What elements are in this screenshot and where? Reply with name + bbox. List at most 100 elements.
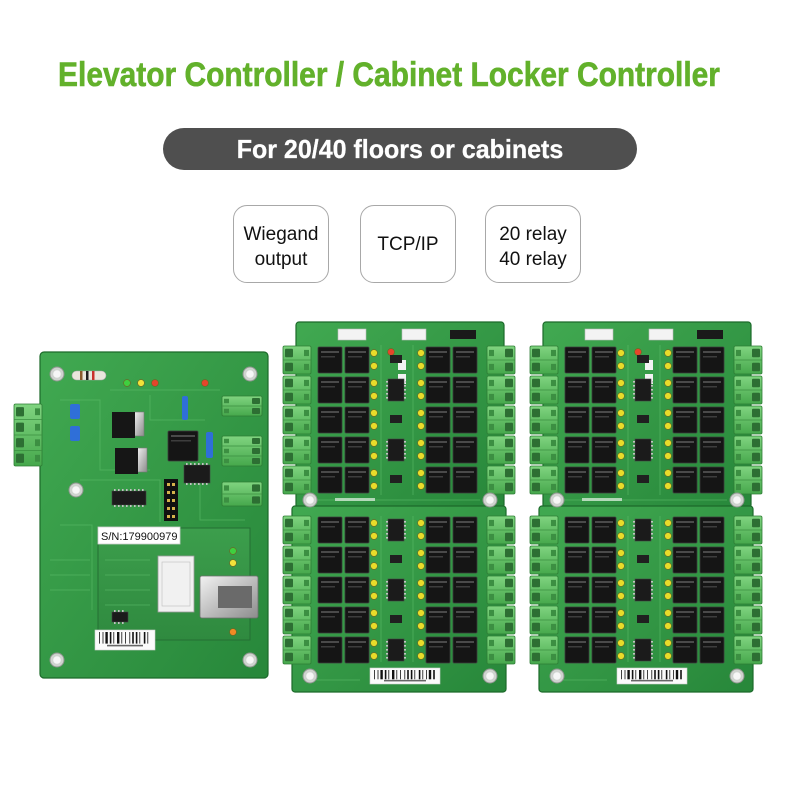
ic-pin — [651, 381, 653, 383]
relay-marking — [429, 581, 447, 583]
relay-marking — [568, 476, 582, 478]
terminal-screw — [752, 482, 760, 492]
terminal-screw — [532, 408, 540, 418]
terminal-screw — [752, 362, 760, 372]
relay — [672, 576, 698, 604]
terminal-screw — [505, 578, 513, 588]
terminal-wire-opening — [304, 639, 309, 647]
relay-marking — [595, 616, 609, 618]
relay-marking — [429, 611, 447, 613]
ic-pin — [651, 445, 653, 447]
relay-marking — [429, 351, 447, 353]
ic-pin — [404, 449, 406, 451]
relay-marking — [676, 616, 690, 618]
silkscreen-text — [582, 498, 622, 501]
ic-pin — [134, 505, 136, 507]
terminal-screw — [532, 348, 540, 358]
ic-pin — [118, 610, 120, 612]
terminal-wire-opening — [304, 349, 309, 357]
smd-component — [637, 615, 649, 623]
ic-pin — [198, 463, 200, 465]
led — [664, 409, 672, 417]
terminal-wire-opening — [551, 393, 556, 401]
relay — [425, 606, 451, 634]
led — [664, 549, 672, 557]
capacitor — [70, 404, 80, 419]
relay-marking — [703, 351, 721, 353]
terminal-wire-opening — [551, 363, 556, 371]
subtitle-pill: For 20/40 floors or cabinets — [163, 128, 637, 170]
ic-pin — [386, 525, 388, 527]
terminal-wire-opening — [551, 563, 556, 571]
terminal-wire-opening — [489, 409, 494, 417]
relay-marking — [348, 646, 362, 648]
ic-pin — [633, 441, 635, 443]
relay-marking — [703, 476, 717, 478]
barcode-bar — [392, 670, 395, 680]
ic-pin — [651, 581, 653, 583]
led — [617, 549, 625, 557]
relay-marking — [321, 441, 339, 443]
capacitor — [70, 426, 80, 441]
relay-marking — [676, 551, 694, 553]
relay — [564, 406, 590, 434]
ic-pin — [651, 585, 653, 587]
terminal-wire-opening — [304, 409, 309, 417]
ic-chip — [634, 378, 652, 402]
ic-pin — [386, 657, 388, 659]
subtitle-text: For 20/40 floors or cabinets — [236, 134, 564, 164]
barcode-bar — [125, 632, 126, 644]
terminal-wire-opening — [736, 639, 741, 647]
terminal-screw — [752, 638, 760, 648]
led — [664, 532, 672, 540]
feature-line: TCP/IP — [377, 233, 439, 255]
terminal-wire-opening — [489, 483, 494, 491]
relay-marking — [676, 526, 690, 528]
ic-pin — [404, 525, 406, 527]
led — [417, 409, 425, 417]
relay — [591, 516, 617, 544]
relay — [317, 576, 343, 604]
ic-pin — [386, 529, 388, 531]
mounting-hole-center — [553, 672, 561, 680]
relay — [672, 606, 698, 634]
terminal-wire-opening — [551, 609, 556, 617]
terminal-screw — [752, 592, 760, 602]
terminal-wire-opening — [736, 393, 741, 401]
barcode-bar — [669, 670, 671, 680]
relay-marking — [703, 441, 721, 443]
ic-pin — [404, 457, 406, 459]
terminal-screw — [285, 348, 293, 358]
relay — [672, 546, 698, 574]
relay-marking — [321, 556, 335, 558]
ic-pin — [142, 489, 144, 491]
terminal-screw — [16, 407, 24, 417]
terminal-screw — [532, 452, 540, 462]
relay-marking — [321, 446, 335, 448]
terminal-screw — [505, 482, 513, 492]
led — [664, 422, 672, 430]
relay — [672, 516, 698, 544]
mounting-hole-center — [72, 486, 80, 494]
led — [417, 622, 425, 630]
relay — [699, 466, 725, 494]
terminal-wire-opening — [736, 469, 741, 477]
ic-chip — [387, 438, 405, 462]
ic-pin — [404, 653, 406, 655]
terminal-screw — [285, 438, 293, 448]
ic-pin — [404, 393, 406, 395]
ic-pin — [386, 653, 388, 655]
terminal-screw — [532, 518, 540, 528]
ic-pin — [404, 381, 406, 383]
ic-pin — [651, 457, 653, 459]
ic-pin — [651, 657, 653, 659]
relay-marking — [321, 356, 335, 358]
relay — [699, 636, 725, 664]
mounting-hole-center — [486, 672, 494, 680]
led — [370, 362, 378, 370]
relay — [452, 516, 478, 544]
relay-marking — [703, 551, 721, 553]
board-components — [529, 321, 763, 693]
resistor-band — [80, 371, 83, 380]
led — [370, 639, 378, 647]
